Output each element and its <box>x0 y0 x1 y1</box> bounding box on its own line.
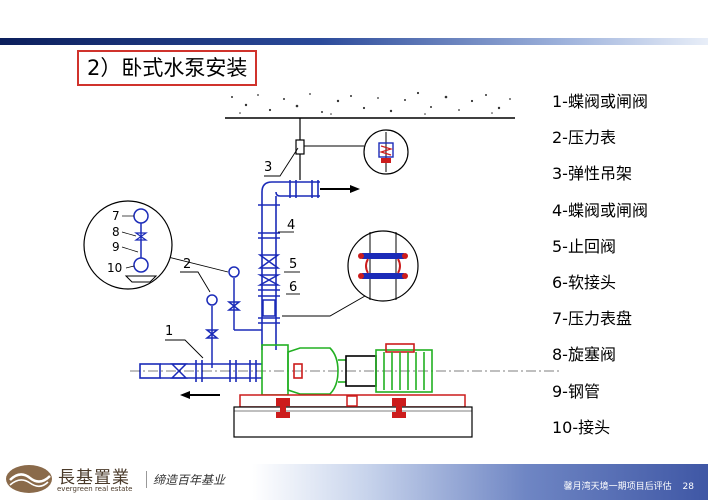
pump-body <box>261 344 377 396</box>
footer-gradient-bar: 馨月湾天境一期项目后评估 28 <box>252 464 708 500</box>
page-number: 28 <box>682 482 694 492</box>
flex-joint-detail-circle <box>347 230 419 302</box>
footer-caption: 馨月湾天境一期项目后评估 28 <box>556 479 694 492</box>
flexible-joint <box>262 299 276 317</box>
legend-item: 7-压力表盘 <box>552 309 632 329</box>
company-slogan: 缔造百年基业 <box>146 471 225 488</box>
company-logo-icon <box>6 465 52 493</box>
callout-9: 9 <box>112 240 120 254</box>
legend-item: 9-钢管 <box>552 381 600 401</box>
gauge-branch-upper <box>226 266 262 331</box>
legend-item: 3-弹性吊架 <box>552 164 632 184</box>
legend-item: 6-软接头 <box>552 272 616 292</box>
callout-8: 8 <box>112 225 120 239</box>
gauge-detail-circle: 7 8 9 10 <box>83 200 173 290</box>
motor <box>375 343 433 393</box>
logo-chinese-name: 長基置業 <box>58 468 130 488</box>
discharge-riser <box>258 180 320 350</box>
callout-10: 10 <box>107 261 122 275</box>
legend-item: 4-蝶阀或闸阀 <box>552 200 648 220</box>
top-accent-bar <box>0 38 708 45</box>
project-name: 馨月湾天境一期项目后评估 <box>563 482 672 492</box>
outlet-arrowhead <box>350 185 360 193</box>
legend-item: 10-接头 <box>552 417 611 437</box>
legend-item: 1-蝶阀或闸阀 <box>552 92 648 111</box>
callout-4: 4 <box>287 218 295 233</box>
check-valve <box>257 274 281 286</box>
vibration-isolators <box>276 395 406 418</box>
component-legend: 1-蝶阀或闸阀 2-压力表 3-弹性吊架 4-蝶阀或闸阀 5-止回阀 6-软接头… <box>552 88 648 450</box>
spring-hanger <box>295 118 305 180</box>
callout-3: 3 <box>264 160 272 175</box>
logo-english-name: evergreen real estate <box>57 485 133 493</box>
legend-item: 2-压力表 <box>552 128 616 148</box>
callout-2: 2 <box>183 257 191 272</box>
hanger-detail-circle <box>363 129 409 175</box>
inlet-arrowhead <box>180 391 190 399</box>
gauge-branch-lower <box>204 294 220 368</box>
callout-5: 5 <box>289 257 297 272</box>
ceiling-slab <box>225 90 515 119</box>
callout-1: 1 <box>165 324 173 339</box>
slide-footer: 馨月湾天境一期项目后评估 28 長基置業 evergreen real esta… <box>0 454 708 500</box>
riser-valve <box>257 254 281 269</box>
slide-title: 2）卧式水泵安装 <box>77 50 258 86</box>
leader-lines <box>151 145 366 359</box>
callout-6: 6 <box>289 280 297 295</box>
suction-valve <box>170 363 188 379</box>
legend-item: 8-旋塞阀 <box>552 345 616 365</box>
callout-7: 7 <box>112 209 120 223</box>
base-frame <box>233 394 473 438</box>
legend-item: 5-止回阀 <box>552 236 616 256</box>
